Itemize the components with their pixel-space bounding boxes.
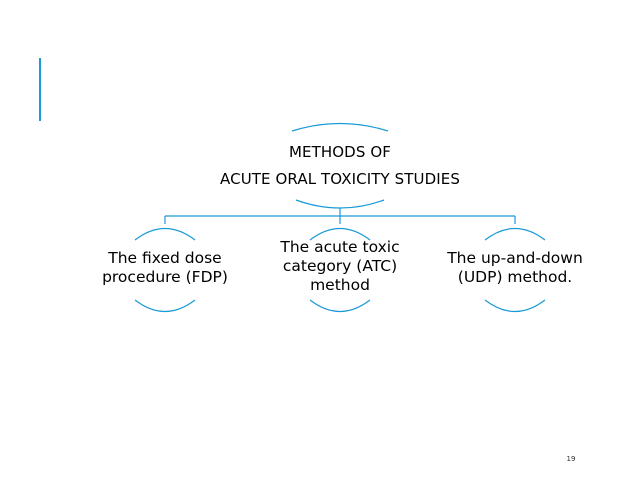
child-1-bottom-arc xyxy=(134,299,196,312)
child-node-udp-label: The up-and-down (UDP) method. xyxy=(447,249,583,286)
child-node-atc-label: The acute toxic category (ATC) method xyxy=(280,238,400,294)
child-2-top-arc xyxy=(309,228,371,241)
page-number: 19 xyxy=(566,455,576,463)
root-node-bottom-arc xyxy=(295,199,385,209)
accent-bar xyxy=(39,58,41,121)
root-node-label-line-1: METHODS OF xyxy=(289,143,391,161)
child-node-fdp-label: The fixed dose procedure (FDP) xyxy=(102,249,228,286)
child-3-top-arc xyxy=(484,228,546,241)
child-3-bottom-arc xyxy=(484,299,546,312)
child-1-top-arc xyxy=(134,228,196,241)
root-node-top-arc xyxy=(291,122,389,132)
child-2-bottom-arc xyxy=(309,299,371,312)
root-node-label-line-2: ACUTE ORAL TOXICITY STUDIES xyxy=(220,170,460,188)
